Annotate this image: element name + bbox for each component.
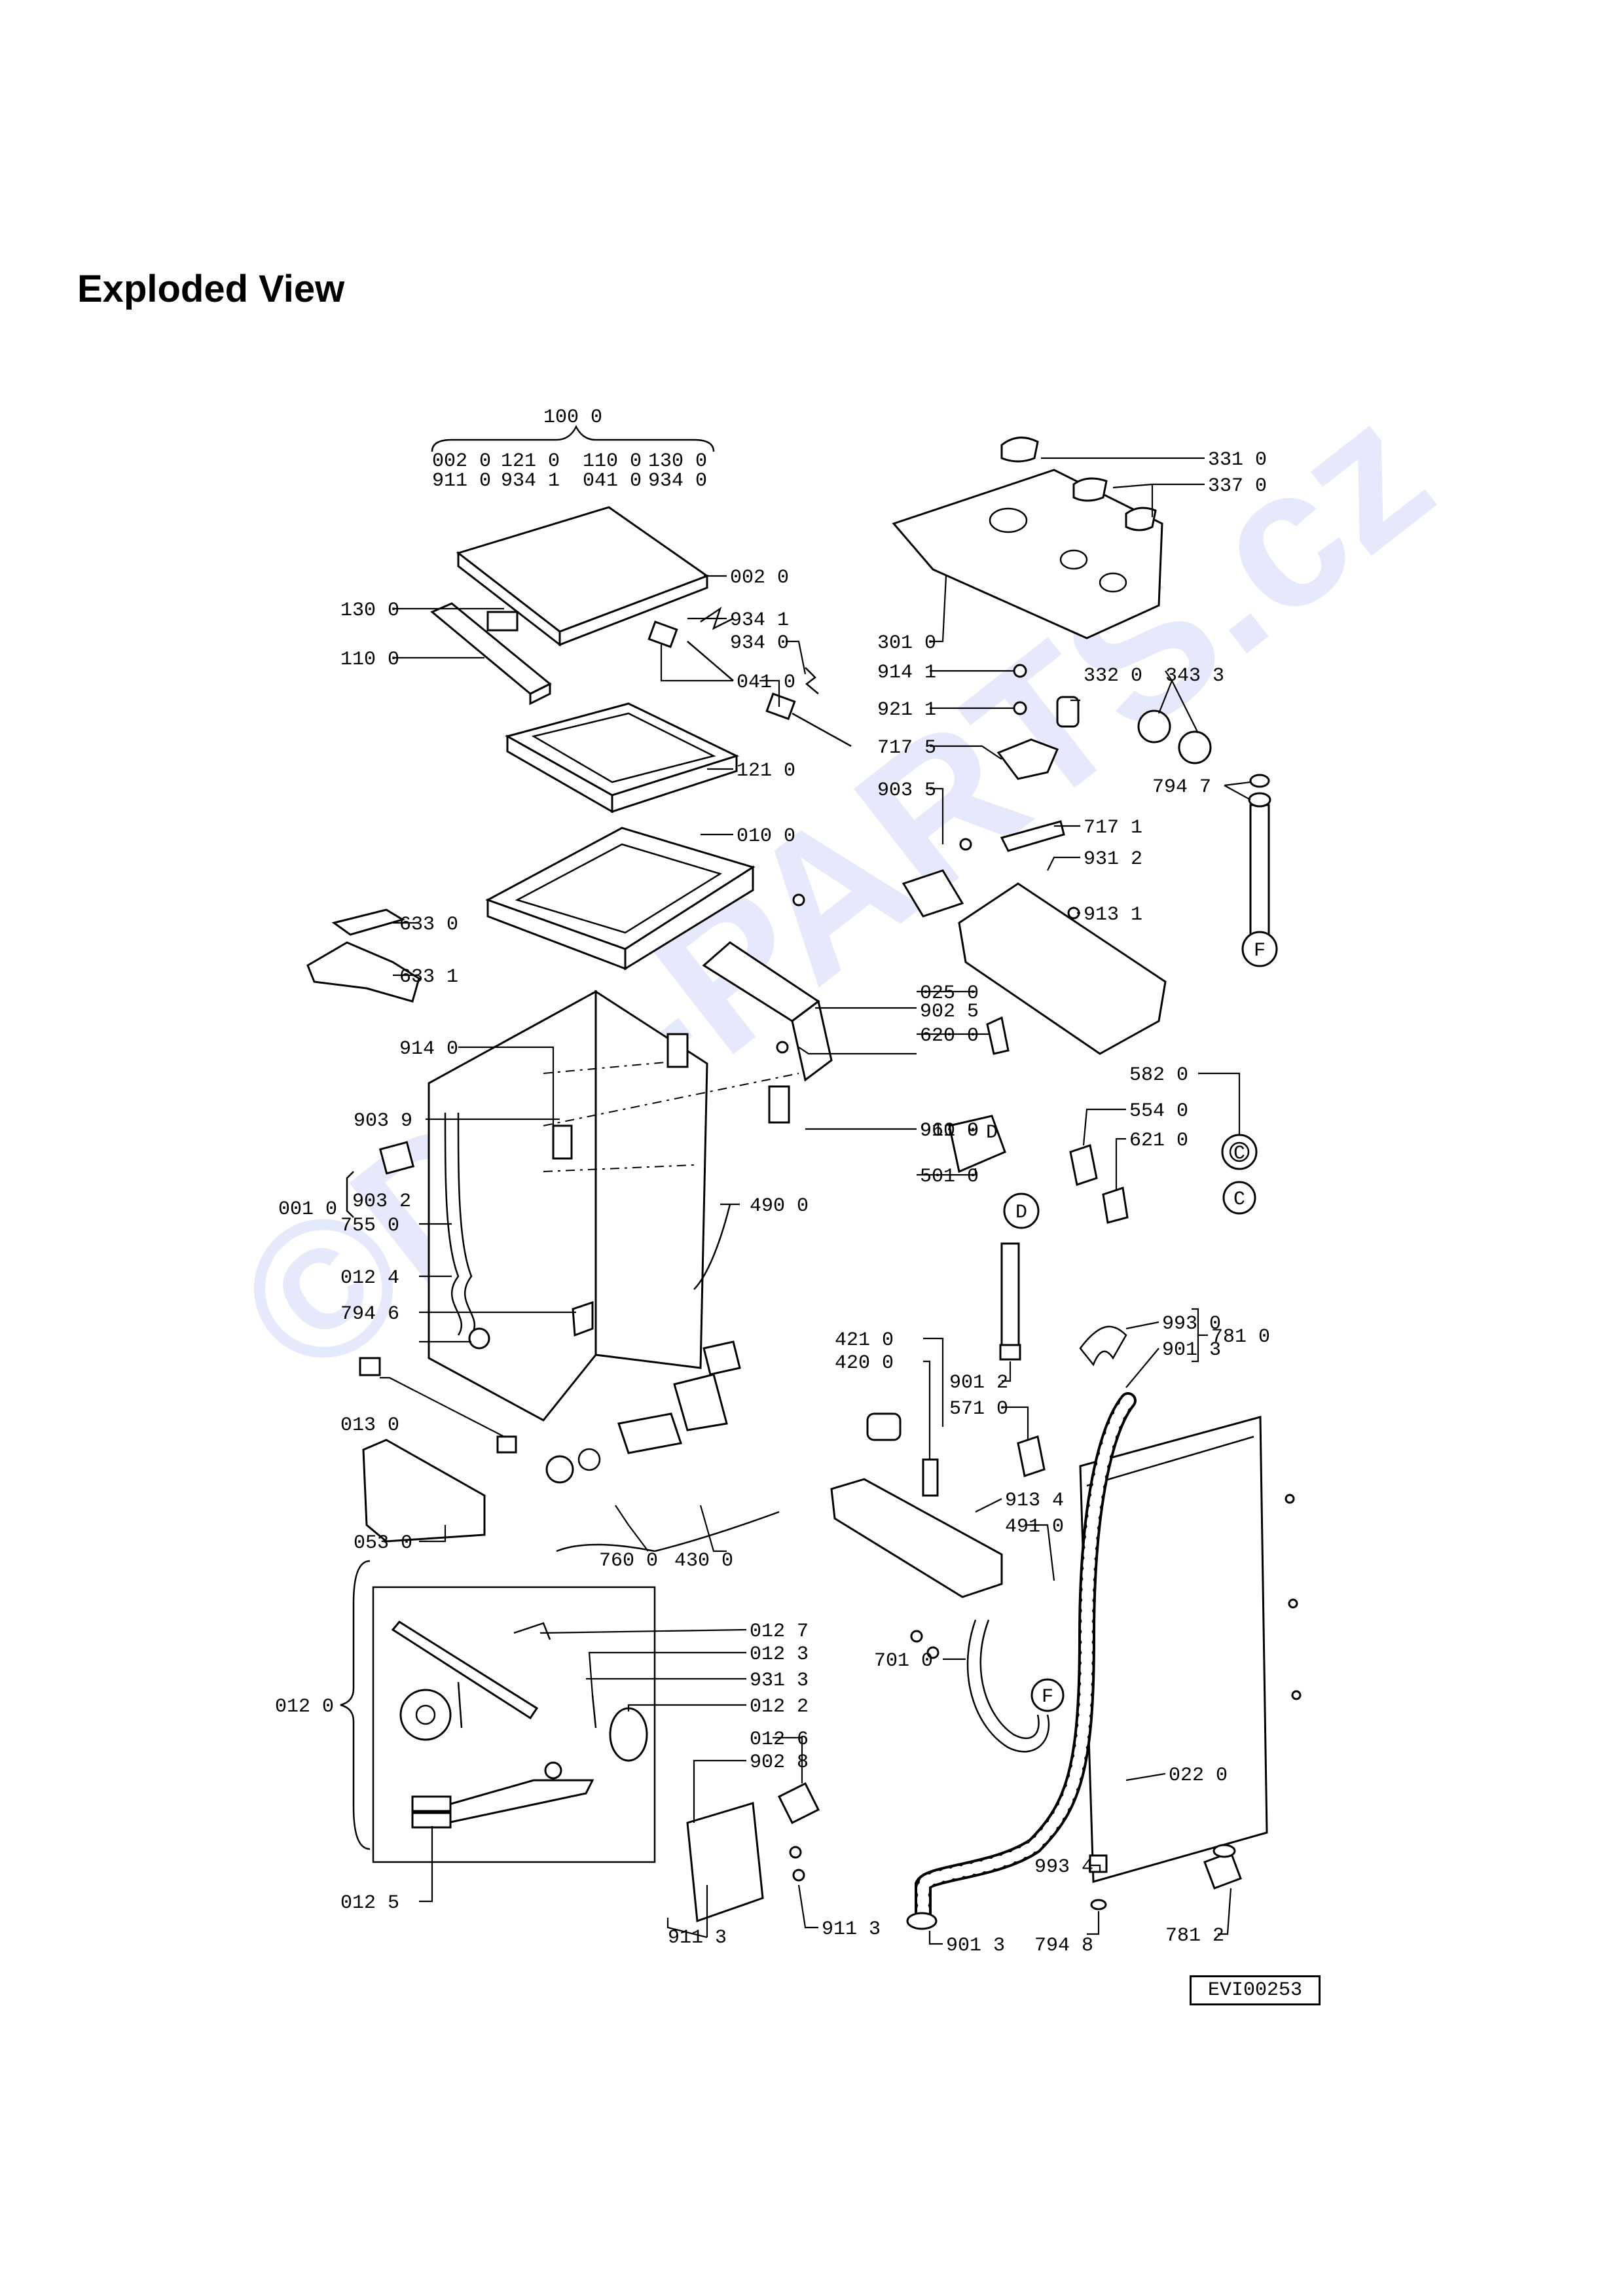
part-number-label: 331 0 bbox=[1208, 449, 1267, 471]
part-number-label: 911 3 bbox=[668, 1927, 727, 1949]
part-number-label: 501 0 bbox=[920, 1166, 979, 1188]
part-number-label: 633 1 bbox=[399, 966, 458, 988]
callout-letter: D bbox=[986, 1122, 998, 1144]
part-number-label: 913 4 bbox=[1005, 1490, 1064, 1512]
part-number-label: 421 0 bbox=[835, 1329, 894, 1352]
part-number-label: 041 0 bbox=[737, 672, 795, 694]
group-100-part-label: 002 0 bbox=[432, 450, 491, 473]
group-100-part-label: 041 0 bbox=[583, 470, 642, 492]
part-number-label: 343 3 bbox=[1165, 665, 1224, 687]
part-number-label: 554 0 bbox=[1129, 1100, 1188, 1122]
part-number-label: 620 0 bbox=[920, 1025, 979, 1047]
group-100-part-label: 911 0 bbox=[432, 470, 491, 492]
part-number-label: 582 0 bbox=[1129, 1064, 1188, 1086]
callout-letter: F bbox=[1254, 940, 1266, 962]
group-100-part-label: 934 1 bbox=[501, 470, 560, 492]
parts-line-art bbox=[306, 437, 1302, 1930]
part-number-label: 901 3 bbox=[1162, 1339, 1221, 1361]
part-number-label: 490 0 bbox=[750, 1195, 809, 1217]
part-number-label: 012 5 bbox=[340, 1892, 399, 1914]
part-number-label: 901 3 bbox=[946, 1935, 1005, 1957]
callout-letter: F bbox=[1042, 1686, 1053, 1708]
part-number-label: 110 0 bbox=[340, 649, 399, 671]
group-100-header: 100 0 002 0 121 0 110 0 130 0 911 0 934 … bbox=[431, 406, 715, 492]
part-number-label: 934 0 bbox=[730, 632, 789, 655]
part-number-label: 430 0 bbox=[674, 1550, 733, 1572]
part-number-label: 914 1 bbox=[877, 662, 936, 684]
part-number-label: 901 2 bbox=[949, 1372, 1008, 1394]
part-number-label: 903 5 bbox=[877, 780, 936, 802]
part-number-label: 794 7 bbox=[1152, 776, 1211, 798]
part-number-label: 010 0 bbox=[737, 825, 795, 848]
part-number-label: 420 0 bbox=[835, 1352, 894, 1374]
part-number-label: 794 6 bbox=[340, 1303, 399, 1325]
leader-lines bbox=[340, 457, 1251, 1945]
part-number-label: 332 0 bbox=[1084, 665, 1142, 687]
reference-code-box: EVI00253 bbox=[1190, 1975, 1321, 2005]
part-number-label: 921 1 bbox=[877, 699, 936, 721]
group-100-part-label: 934 0 bbox=[648, 470, 707, 492]
part-number-label: 633 0 bbox=[399, 914, 458, 936]
part-number-label: 022 0 bbox=[1169, 1765, 1228, 1787]
part-number-label: 993 4 bbox=[1034, 1856, 1093, 1878]
part-number-label: 755 0 bbox=[340, 1215, 399, 1237]
part-number-label: 760 0 bbox=[599, 1550, 658, 1572]
part-number-label: 902 8 bbox=[750, 1751, 809, 1774]
part-number-label: 012 4 bbox=[340, 1267, 399, 1289]
part-number-label: 121 0 bbox=[737, 760, 795, 782]
part-number-label: 794 8 bbox=[1034, 1935, 1093, 1957]
part-number-label: 717 1 bbox=[1084, 817, 1142, 839]
part-number-label: 781 0 bbox=[1211, 1326, 1270, 1348]
callout-letters: F F D D C C bbox=[986, 940, 1266, 1708]
part-number-label: 053 0 bbox=[354, 1532, 412, 1554]
part-number-label: 337 0 bbox=[1208, 475, 1267, 497]
part-number-label: 012 0 bbox=[275, 1696, 334, 1718]
part-number-label: 934 1 bbox=[730, 609, 789, 632]
part-number-label: 910 9 bbox=[920, 1120, 979, 1142]
part-number-label: 012 6 bbox=[750, 1729, 809, 1751]
part-number-label: 025 0 bbox=[920, 982, 979, 1005]
group-100-part-label: 110 0 bbox=[583, 450, 642, 473]
part-number-label: 571 0 bbox=[949, 1398, 1008, 1420]
part-number-label: 961 0 bbox=[920, 1120, 979, 1142]
part-number-label: 130 0 bbox=[340, 600, 399, 622]
part-number-label: 001 0 bbox=[278, 1198, 337, 1221]
part-number-label: 903 9 bbox=[354, 1110, 412, 1132]
part-number-label: 993 0 bbox=[1162, 1313, 1221, 1335]
part-number-label: 491 0 bbox=[1005, 1516, 1064, 1538]
part-labels: 002 0 130 0 934 1 934 0 110 0 041 0 121 … bbox=[275, 449, 1270, 1957]
callout-letter: D bbox=[1015, 1202, 1027, 1224]
part-number-label: 002 0 bbox=[730, 567, 789, 589]
part-number-label: 621 0 bbox=[1129, 1130, 1188, 1152]
part-number-label: 013 0 bbox=[340, 1414, 399, 1437]
part-number-label: 911 3 bbox=[822, 1918, 881, 1941]
part-number-label: 931 3 bbox=[750, 1670, 809, 1692]
part-number-label: 914 0 bbox=[399, 1038, 458, 1060]
page-title: Exploded View bbox=[77, 268, 345, 310]
callout-letter: C bbox=[1233, 1143, 1245, 1165]
part-number-label: 012 2 bbox=[750, 1696, 809, 1718]
part-number-label: 717 5 bbox=[877, 737, 936, 759]
group-100-part-label: 121 0 bbox=[501, 450, 560, 473]
part-number-label: 012 3 bbox=[750, 1643, 809, 1666]
part-number-label: 931 2 bbox=[1084, 848, 1142, 870]
part-number-label: 012 7 bbox=[750, 1621, 809, 1643]
group-100-part-label: 130 0 bbox=[648, 450, 707, 473]
part-number-label: 301 0 bbox=[877, 632, 936, 655]
part-number-label: 701 0 bbox=[874, 1650, 933, 1672]
part-number-label: 902 5 bbox=[920, 1001, 979, 1023]
part-number-label: 903 2 bbox=[352, 1191, 411, 1213]
part-number-label: 913 1 bbox=[1084, 904, 1142, 926]
group-100-label: 100 0 bbox=[543, 406, 602, 429]
part-number-label: 781 2 bbox=[1165, 1925, 1224, 1947]
callout-letter: C bbox=[1233, 1189, 1245, 1211]
